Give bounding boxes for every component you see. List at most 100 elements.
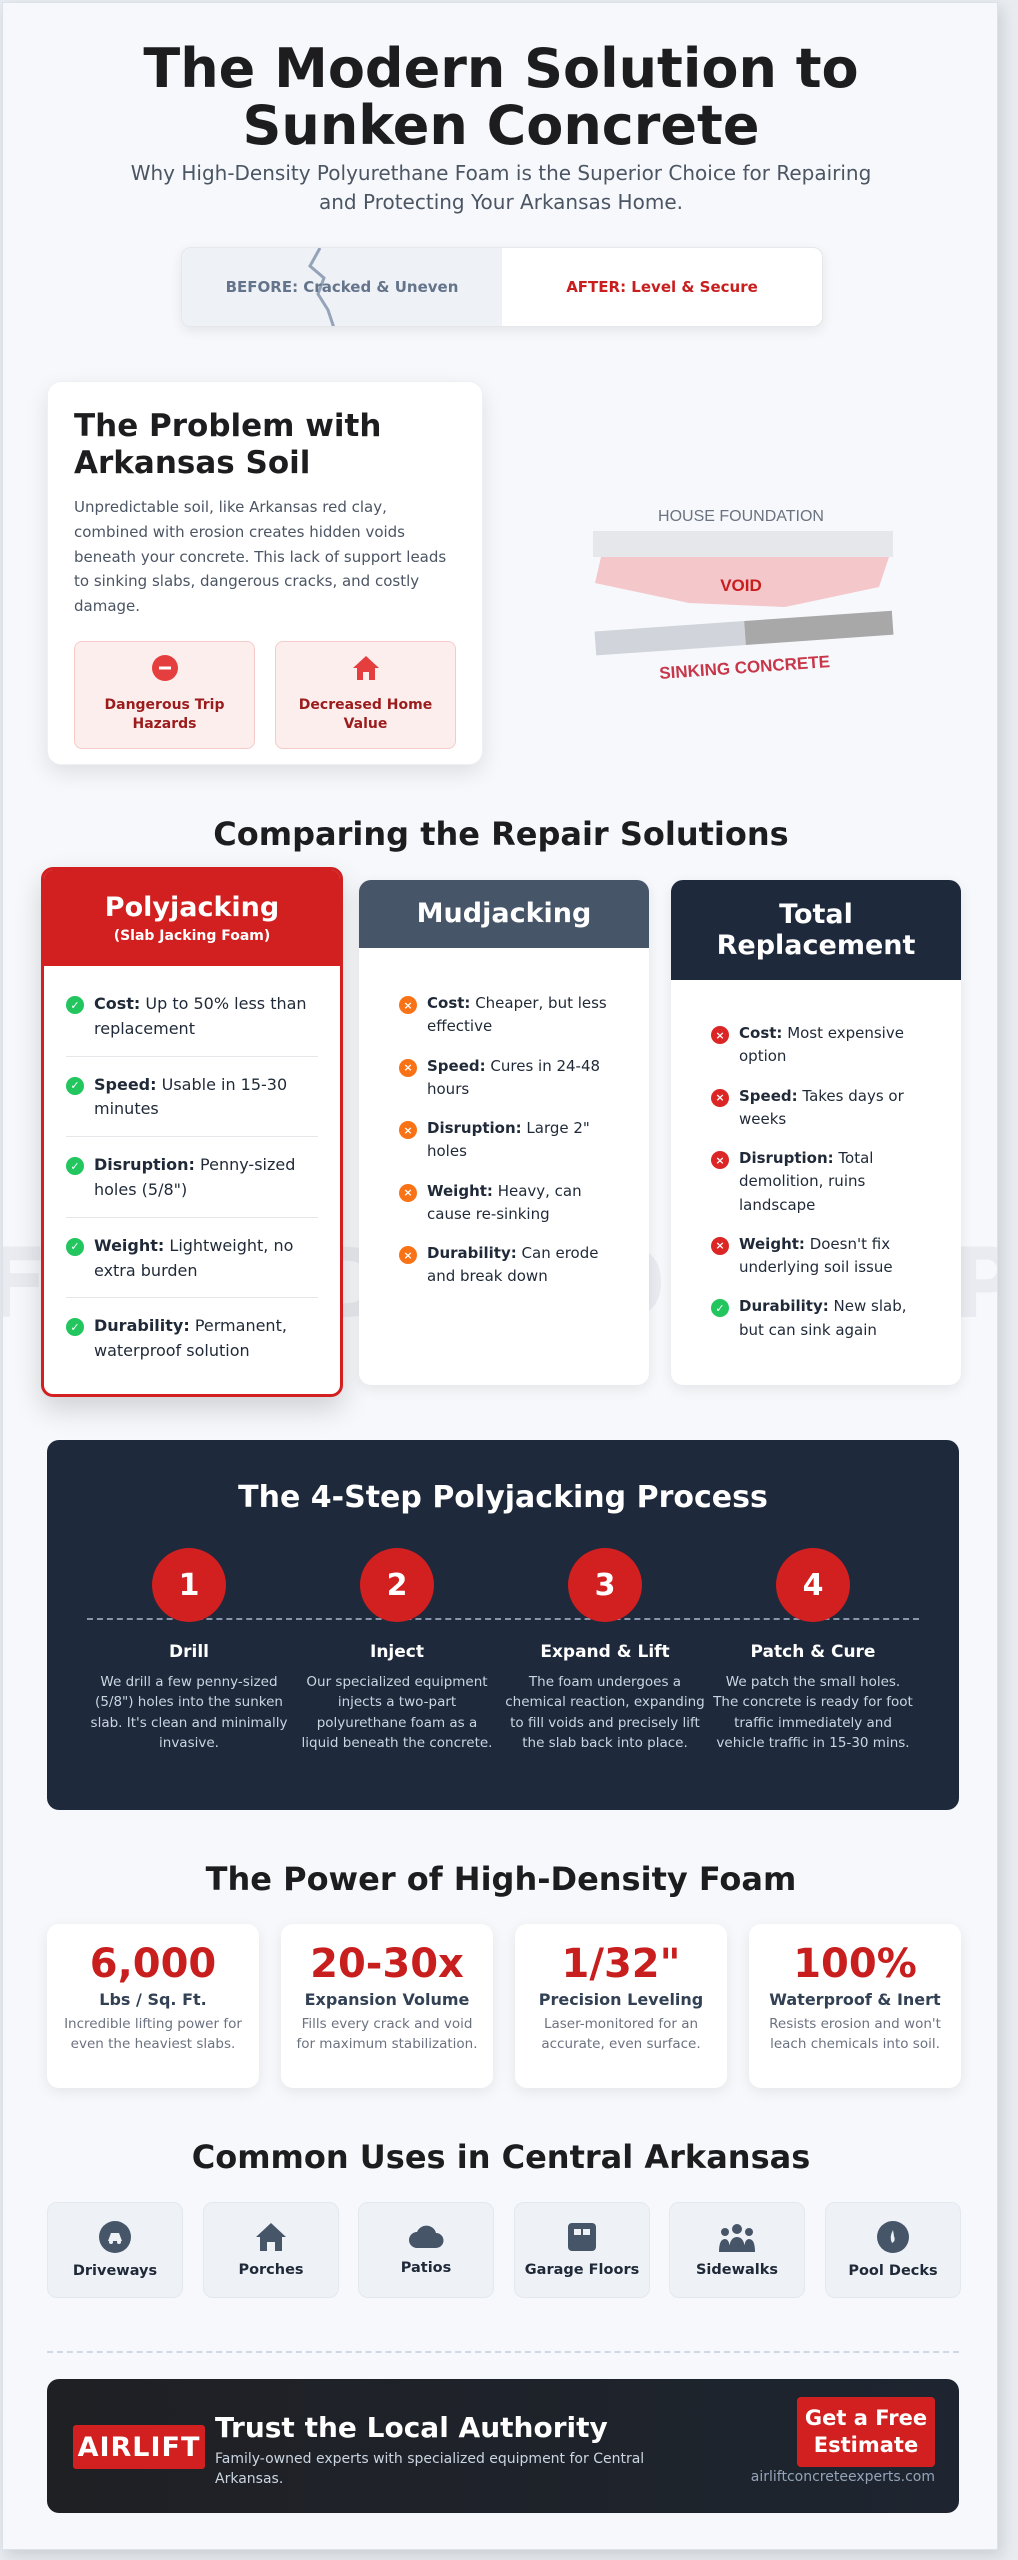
comparison-text: Disruption: Large 2" holes <box>427 1117 621 1164</box>
comparison-text: Disruption: Penny-sized holes (5/8") <box>94 1153 318 1203</box>
solution-name: Mudjacking <box>416 898 592 930</box>
warehouse-icon <box>568 2223 596 2251</box>
x-warning-icon: × <box>399 1058 417 1077</box>
comparison-item: × Weight: Heavy, can cause re-sinking <box>399 1172 621 1235</box>
before-label: BEFORE: Cracked & Uneven <box>225 278 459 296</box>
trip-hazard-tile: Dangerous Trip Hazards <box>74 640 255 749</box>
comparison-value: Penny-sized holes (5/8") <box>94 1155 296 1199</box>
mudjacking-list: ×Cost: Cheaper, but less effective×Speed… <box>359 948 649 1297</box>
comparison-text: Durability: Permanent, waterproof soluti… <box>94 1314 318 1364</box>
comparison-key: Weight: <box>427 1181 493 1200</box>
comparison-key: Cost: <box>739 1024 783 1042</box>
free-estimate-button[interactable]: Get a Free Estimate <box>797 2397 935 2467</box>
check-icon: ✓ <box>66 1157 84 1176</box>
replacement-header: Total Replacement <box>671 880 961 980</box>
stat-card-expansion: 20-30x Expansion Volume Fills every crac… <box>281 1924 493 2088</box>
comparison-value: Permanent, waterproof solution <box>94 1316 287 1361</box>
comparison-key: Durability: <box>427 1244 517 1262</box>
water-icon <box>877 2221 909 2253</box>
comparison-key: Cost: <box>427 994 471 1012</box>
step-number: 1 <box>152 1548 226 1622</box>
comparison-text: Speed: Cures in 24-48 hours <box>427 1055 621 1102</box>
process-step-3: 3 Expand & Lift The foam undergoes a che… <box>505 1548 705 1753</box>
comparison-key: Speed: <box>739 1086 798 1105</box>
polyjacking-list: ✓Cost: Up to 50% less than replacement✓S… <box>44 966 340 1378</box>
cloud-icon <box>409 2225 444 2248</box>
use-pool-decks: Pool Decks <box>825 2202 961 2298</box>
comparison-text: Durability: Can erode and break down <box>427 1242 621 1289</box>
step-description: We patch the small holes. The concrete i… <box>713 1674 913 1751</box>
crack-icon <box>308 248 335 326</box>
footer-banner: AIRLIFT Trust the Local Authority Family… <box>47 2379 959 2513</box>
comparison-item: ✓ Durability: Permanent, waterproof solut… <box>66 1298 318 1378</box>
concrete-slab-right <box>744 610 894 645</box>
step-title: Patch & Cure <box>750 1642 876 1662</box>
soil-void-diagram: HOUSE FOUNDATION VOID SINKING CONCRETE <box>589 497 909 697</box>
comparison-item: ✓ Weight: Lightweight, no extra burden <box>66 1218 318 1299</box>
use-label: Driveways <box>72 2263 158 2279</box>
website-link[interactable]: airliftconcreteexperts.com <box>750 2469 935 2485</box>
footer-title: Trust the Local Authority <box>215 2411 608 2444</box>
x-error-icon: × <box>711 1151 729 1169</box>
process-step-1: 1 Drill We drill a few penny-sized (5/8"… <box>89 1548 289 1753</box>
page-title: The Modern Solution to Sunken Concrete <box>143 37 859 157</box>
polyjacking-card: Polyjacking (Slab Jacking Foam) ✓Cost: U… <box>41 867 343 1397</box>
use-patios: Patios <box>358 2202 494 2298</box>
comparison-item: ×Disruption: Total demolition, ruins lan… <box>711 1139 933 1225</box>
check-icon: ✓ <box>66 1318 84 1337</box>
stat-description: Fills every crack and void for maximum s… <box>296 2016 478 2052</box>
comparison-value: New slab, but can sink again <box>739 1297 907 1339</box>
use-porches: Porches <box>203 2202 339 2298</box>
comparison-key: Speed: <box>94 1074 157 1094</box>
solution-subtitle: (Slab Jacking Foam) <box>113 927 271 944</box>
stat-value: 6,000 <box>89 1941 217 1987</box>
comparison-text: Durability: New slab, but can sink again <box>739 1295 933 1342</box>
step-title: Drill <box>169 1642 209 1662</box>
comparison-value: Most expensive option <box>739 1024 904 1066</box>
x-error-icon: × <box>711 1088 729 1107</box>
before-after-comparison: BEFORE: Cracked & Uneven AFTER: Level & … <box>181 247 823 327</box>
comparison-value: Can erode and break down <box>427 1244 599 1286</box>
stat-description: Incredible lifting power for even the he… <box>64 2016 242 2052</box>
power-title: The Power of High-Density Foam <box>205 1860 797 1898</box>
stat-label: Lbs / Sq. Ft. <box>99 1990 207 2009</box>
comparison-value: Cures in 24-48 hours <box>427 1056 601 1098</box>
comparison-item: ✓ Speed: Usable in 15-30 minutes <box>66 1057 318 1138</box>
step-description: We drill a few penny-sized (5/8") holes … <box>90 1674 288 1751</box>
void-label: VOID <box>720 576 762 595</box>
tile-label: Decreased Home Value <box>298 696 433 733</box>
comparison-value: Lightweight, no extra burden <box>94 1235 294 1280</box>
step-number: 3 <box>568 1548 642 1622</box>
comparison-text: Weight: Doesn't fix underlying soil issu… <box>739 1233 933 1280</box>
stat-value: 100% <box>793 1941 917 1987</box>
comparison-item: ✓ Disruption: Penny-sized holes (5/8") <box>66 1137 318 1218</box>
x-warning-icon: × <box>399 1183 417 1202</box>
comparison-text: Weight: Heavy, can cause re-sinking <box>427 1180 621 1227</box>
use-label: Garage Floors <box>524 2262 640 2278</box>
comparison-key: Disruption: <box>739 1149 834 1167</box>
home-value-tile: Decreased Home Value <box>275 640 456 749</box>
replacement-list: ×Cost: Most expensive option×Speed: Take… <box>671 980 961 1350</box>
minus-circle-icon <box>151 655 178 688</box>
comparison-item: ✓Cost: Up to 50% less than replacement <box>66 976 318 1057</box>
check-icon: ✓ <box>66 1237 84 1256</box>
comparison-text: Weight: Lightweight, no extra burden <box>94 1234 318 1284</box>
polyjacking-header: Polyjacking (Slab Jacking Foam) <box>44 870 340 966</box>
house-icon <box>352 655 380 688</box>
car-icon <box>99 2221 131 2253</box>
check-icon: ✓ <box>66 1076 84 1095</box>
problem-title: The Problem with Arkansas Soil <box>74 408 382 481</box>
comparison-item: × Speed: Cures in 24-48 hours <box>399 1047 621 1110</box>
comparison-key: Durability: <box>94 1316 190 1336</box>
problem-card: The Problem with Arkansas Soil Unpredict… <box>47 381 483 765</box>
comparison-text: Cost: Up to 50% less than replacement <box>94 992 318 1042</box>
comparison-value: Large 2" holes <box>427 1119 590 1161</box>
use-sidewalks: Sidewalks <box>669 2202 805 2298</box>
comparison-item: × Durability: Can erode and break down <box>399 1234 621 1297</box>
comparison-text: Speed: Usable in 15-30 minutes <box>94 1073 318 1123</box>
x-warning-icon: × <box>399 1246 417 1264</box>
step-description: Our specialized equipment injects a two-… <box>301 1674 493 1751</box>
comparison-item: ×Cost: Most expensive option <box>711 1014 933 1077</box>
step-description: The foam undergoes a chemical reaction, … <box>505 1674 705 1751</box>
process-section: The 4-Step Polyjacking Process 1 Drill W… <box>47 1440 959 1810</box>
